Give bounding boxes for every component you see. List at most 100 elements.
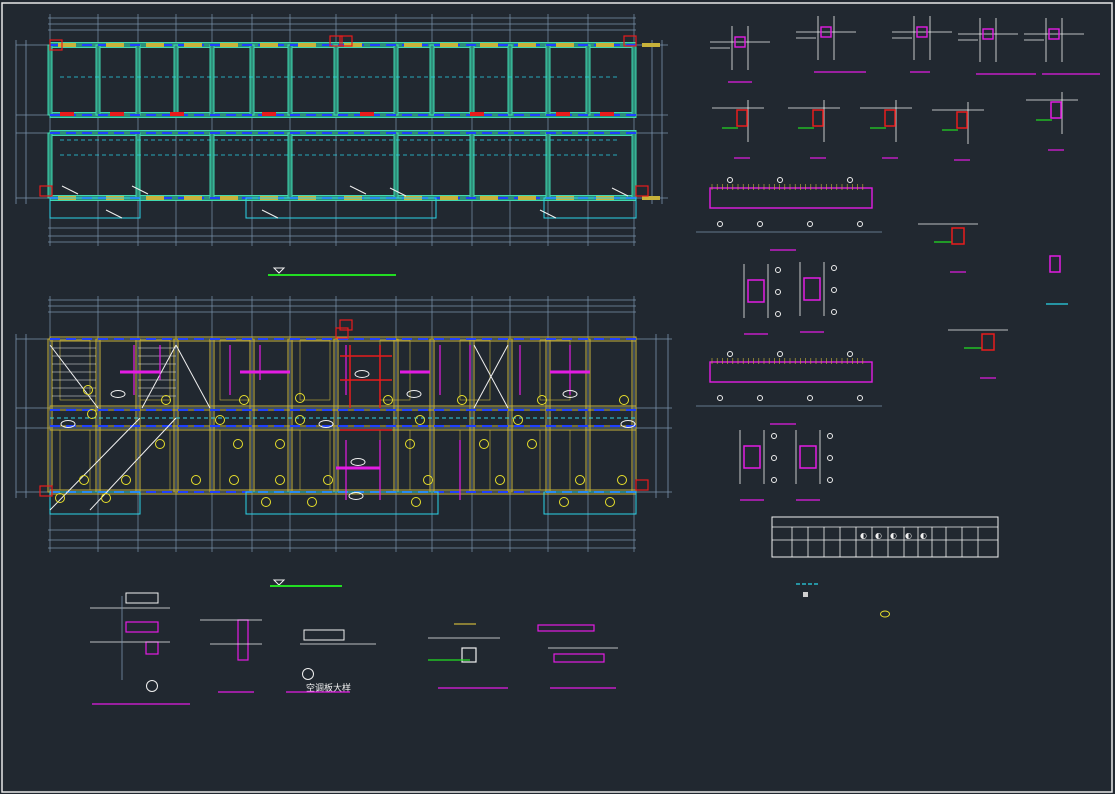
- wall-vertical: [287, 132, 293, 199]
- detail-column-section: [951, 227, 965, 245]
- fixture-circle: [87, 409, 97, 419]
- fixture-circle: [261, 497, 271, 507]
- beam-rebar-tag: [847, 351, 853, 357]
- beam-rebar-tag: [757, 395, 763, 401]
- beam-mark: [146, 43, 164, 47]
- fixture-circle: [617, 475, 627, 485]
- balcony-outline: [245, 491, 439, 515]
- fixture-circle: [191, 475, 201, 485]
- room-outline: [219, 429, 251, 491]
- door-swing: [131, 185, 149, 195]
- column-marker: [39, 185, 53, 197]
- rebar-tag: [775, 267, 781, 273]
- balcony-outline: [49, 197, 141, 219]
- rebar-tag: [831, 309, 837, 315]
- detail-column-section: [1049, 255, 1061, 273]
- wall-vertical: [47, 44, 53, 116]
- beam-mark: [298, 43, 316, 47]
- fixture-circle: [605, 497, 615, 507]
- balcony-outline: [49, 491, 141, 515]
- level-mark: [272, 579, 286, 586]
- beam-rebar-tag: [847, 177, 853, 183]
- stair-diagonal: [141, 344, 177, 409]
- rebar-tag: [771, 477, 777, 483]
- door-swing: [389, 187, 407, 197]
- column-marker: [635, 185, 649, 197]
- ceiling-light: [562, 390, 578, 398]
- section-shape: [237, 619, 249, 661]
- door-swing: [261, 209, 279, 219]
- floor-plan-lower: [15, 296, 672, 587]
- beam-rebar-tag: [717, 221, 723, 227]
- room-outline: [219, 339, 251, 401]
- room-outline: [59, 429, 91, 491]
- beam-rebar-tag: [757, 221, 763, 227]
- fixture-circle: [513, 415, 523, 425]
- fixture-circle: [383, 395, 393, 405]
- detail-column-section: [916, 26, 928, 38]
- column-detail: [743, 445, 761, 469]
- legend-table: ◐ ◐ ◐ ◐ ◐: [771, 516, 999, 558]
- wall-vertical: [393, 44, 399, 116]
- rebar-tag: [771, 433, 777, 439]
- column-marker: [339, 319, 353, 331]
- detail-callout: [146, 680, 158, 692]
- section-details: [696, 16, 1100, 618]
- beam-mark: [440, 43, 458, 47]
- beam-rebar-tag: [777, 351, 783, 357]
- floor-plan-upper: [15, 14, 668, 276]
- wall-vertical: [429, 44, 435, 116]
- red-beam-mark: [170, 112, 184, 116]
- wall-vertical: [631, 44, 637, 116]
- beam-mark: [480, 43, 498, 47]
- beam-mark: [480, 196, 498, 200]
- detail-column-section: [736, 109, 748, 127]
- fixture-circle: [83, 385, 93, 395]
- fixture-circle: [575, 475, 585, 485]
- beam-mark: [642, 196, 660, 200]
- fixture-circle: [423, 475, 433, 485]
- beam-section: [709, 361, 873, 383]
- section-shape: [125, 592, 159, 604]
- fixture-circle: [215, 415, 225, 425]
- table-outline: [771, 516, 999, 558]
- detail-column-section: [734, 36, 746, 48]
- fixture-circle: [527, 439, 537, 449]
- beam-mark: [344, 43, 362, 47]
- room-outline: [539, 429, 571, 491]
- beam-mark: [220, 43, 238, 47]
- table-marker-4: ◐: [905, 531, 912, 540]
- wall-vertical: [95, 44, 101, 116]
- column-marker: [329, 35, 343, 47]
- room-outline: [379, 339, 411, 401]
- red-beam-mark: [600, 112, 614, 116]
- ceiling-light: [318, 420, 334, 428]
- fixture-circle: [479, 439, 489, 449]
- section-shape: [537, 624, 595, 632]
- fixture-circle: [233, 439, 243, 449]
- fixture-circle: [239, 395, 249, 405]
- beam-mark: [642, 43, 660, 47]
- beam-section: [709, 187, 873, 209]
- red-beam-mark: [556, 112, 570, 116]
- beam-mark: [518, 196, 536, 200]
- section-shape: [125, 621, 159, 633]
- room-outline: [139, 339, 171, 401]
- column-marker: [635, 479, 649, 491]
- detail-column-section: [1050, 101, 1062, 119]
- beam-rebar-tag: [857, 221, 863, 227]
- fixture-circle: [457, 395, 467, 405]
- rebar-tag: [827, 455, 833, 461]
- fixture-circle: [275, 439, 285, 449]
- fixture-circle: [275, 475, 285, 485]
- balcony-outline: [245, 197, 437, 219]
- red-beam-mark: [262, 112, 276, 116]
- detail-label-aircon-slab: 空调板大样: [306, 682, 351, 694]
- beam-rebar-tag: [807, 395, 813, 401]
- room-outline: [299, 429, 331, 491]
- wall-vertical: [507, 44, 513, 116]
- wall-vertical: [287, 44, 293, 116]
- beam-mark: [58, 43, 76, 47]
- beam-mark: [106, 43, 124, 47]
